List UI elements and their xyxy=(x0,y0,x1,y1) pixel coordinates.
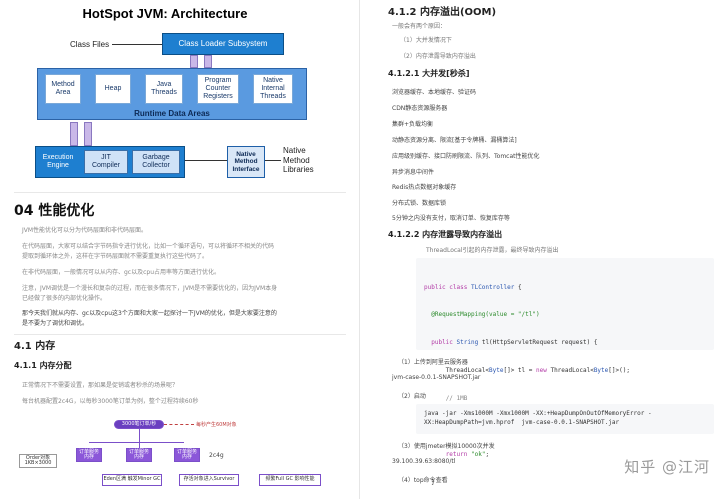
flow-top-node: 3000笔订单/秒 xyxy=(114,420,164,429)
heading-leak: 4.1.2.2 内存泄露导致内存溢出 xyxy=(388,230,503,239)
class-files-arrow xyxy=(112,44,162,45)
engine-nmi-connector xyxy=(185,160,227,161)
heading-memory: 4.1 内存 xyxy=(14,341,56,352)
oom-intro: 一般会有两个原因： xyxy=(392,23,447,30)
alloc-para-1: 正常情况下不需要设置，那如果是促销或者秒杀的场景呢？ xyxy=(22,382,179,389)
concurrency-item: 集群+负载均衡 xyxy=(392,121,434,128)
rda-cell-method-area: Method Area xyxy=(45,74,81,104)
heading-concurrency: 4.1.2.1 大并发[秒杀] xyxy=(388,69,470,78)
flow-side-label: 每秒产生60M对象 xyxy=(196,422,237,428)
native-method-libraries: Native Method Libraries xyxy=(283,146,314,175)
flow-bottom-node-2: 存活对象进入Survivor xyxy=(179,474,239,486)
concurrency-item: 应用级别缓存、接口防刷限流、队列、Tomcat性能优化 xyxy=(392,153,540,160)
engine-arrow-left xyxy=(70,122,78,146)
concurrency-item: 分布式锁、数据库锁 xyxy=(392,200,447,207)
rda-cell-pc-registers: Program Counter Registers xyxy=(197,74,239,104)
concurrency-item: CDN静态资源服务器 xyxy=(392,105,448,112)
memory-allocation-diagram: 3000笔订单/秒 每秒产生60M对象 Order对象 1KB×3000 订单服… xyxy=(14,420,344,499)
flow-service-node-3: 订单服务 内存 xyxy=(174,448,200,462)
test-url: 39.100.39.63:8080/tl xyxy=(392,458,456,465)
rda-cell-heap: Heap xyxy=(95,74,131,104)
start-command-block: java -jar -Xms1000M -Xmx1000M -XX:+HeapD… xyxy=(416,404,714,434)
loader-arrow-right xyxy=(204,55,212,68)
perf-para-3: 在非代码层面，一般情况可以从内存、gc以及cpu占用率等方面进行优化。 xyxy=(22,269,221,276)
heading-memory-allocation: 4.1.1 内存分配 xyxy=(14,361,72,370)
step-upload: （1）上传到阿里云服务器 xyxy=(398,359,468,366)
class-files-label: Class Files xyxy=(70,40,110,49)
oom-reason-2: （2）内存泄露导致内存溢出 xyxy=(400,53,476,60)
concurrency-item: 浏览器缓存、本地缓存、验证码 xyxy=(392,89,477,96)
perf-para-1: JVM性能优化可以分为代码层面和非代码层面。 xyxy=(22,227,148,234)
flow-horizontal-line xyxy=(89,442,184,443)
concurrency-item: 动静态资源分离、限流[基于令牌桶、漏桶算法] xyxy=(392,137,517,144)
flow-order-node: Order对象 1KB×3000 xyxy=(19,454,57,468)
alloc-para-2: 每台机器配置2c4G，以每秒3000笔订单为例，整个过程持续60秒 xyxy=(22,398,199,405)
garbage-collector: Garbage Collector xyxy=(132,150,180,174)
right-page: 4.1.2 内存溢出(OOM) 一般会有两个原因： （1）大并发情况下 （2）内… xyxy=(362,0,720,499)
engine-arrow-right xyxy=(84,122,92,146)
flow-side-connector xyxy=(164,424,194,425)
rda-cell-java-threads: Java Threads xyxy=(145,74,183,104)
perf-para-2: 在代码层面，大家可以结合字节码指令进行优化，比如一个循环语句，可以将循环不相关的… xyxy=(22,243,275,260)
flow-bottom-node-3: 频繁Full GC 影响性能 xyxy=(259,474,321,486)
step-start: （2）启动 xyxy=(398,393,426,400)
perf-para-5: 那今天我们就从内存、gc以及cpu这3个方面和大家一起探讨一下JVM的优化，但是… xyxy=(22,310,277,327)
rda-cell-native-threads: Native Internal Threads xyxy=(253,74,293,104)
jit-compiler: JIT Compiler xyxy=(84,150,128,174)
flow-service-node-1: 订单服务 内存 xyxy=(76,448,102,462)
nmi-libs-connector xyxy=(265,160,281,161)
zhihu-watermark: 知乎 @江河 xyxy=(624,458,710,476)
jvm-architecture-diagram: HotSpot JVM: Architecture Class Files Cl… xyxy=(0,0,359,190)
jar-name: jvm-case-0.0.1-SNAPSHOT.jar xyxy=(392,374,481,381)
heading-oom: 4.1.2 内存溢出(OOM) xyxy=(388,7,497,18)
step-jmeter: （3）使用jmeter模拟10000次并发 xyxy=(398,443,495,450)
flow-config-label: 2c4g xyxy=(209,452,224,459)
divider xyxy=(14,192,346,193)
oom-reason-1: （1）大并发情况下 xyxy=(400,37,452,44)
flow-vertical-line xyxy=(139,429,140,451)
native-method-interface: Native Method Interface xyxy=(227,146,265,178)
flow-service-node-2: 订单服务 内存 xyxy=(126,448,152,462)
threadlocal-code-block: public class TLController { @RequestMapp… xyxy=(416,258,714,486)
flow-bottom-node-1: Eden区满 触发Minor GC xyxy=(102,474,162,486)
concurrency-item: 异步消息中间件 xyxy=(392,169,435,176)
concurrency-item: 5分钟之内没有支付，取消订单、恢复库存等 xyxy=(392,215,510,222)
rda-label: Runtime Data Areas xyxy=(134,109,210,118)
class-loader-box: Class Loader Subsystem xyxy=(162,33,284,55)
divider xyxy=(14,334,346,335)
leak-intro: ThreadLocal引起的内存泄露，最终导致内存溢出 xyxy=(426,247,559,254)
section-title: 04 性能优化 xyxy=(14,203,95,219)
step-top: （4）top命令查看 xyxy=(398,477,448,484)
left-page: HotSpot JVM: Architecture Class Files Cl… xyxy=(0,0,360,499)
concurrency-item: Redis热点数据对象缓存 xyxy=(392,184,457,191)
perf-para-4: 注意，JVM调优是一个漫长和复杂的过程，而在很多情况下，JVM是不需要优化的，因… xyxy=(22,285,278,302)
execution-engine-label: Execution Engine xyxy=(42,154,74,169)
loader-arrow-left xyxy=(190,55,198,68)
diagram-title: HotSpot JVM: Architecture xyxy=(82,6,248,21)
